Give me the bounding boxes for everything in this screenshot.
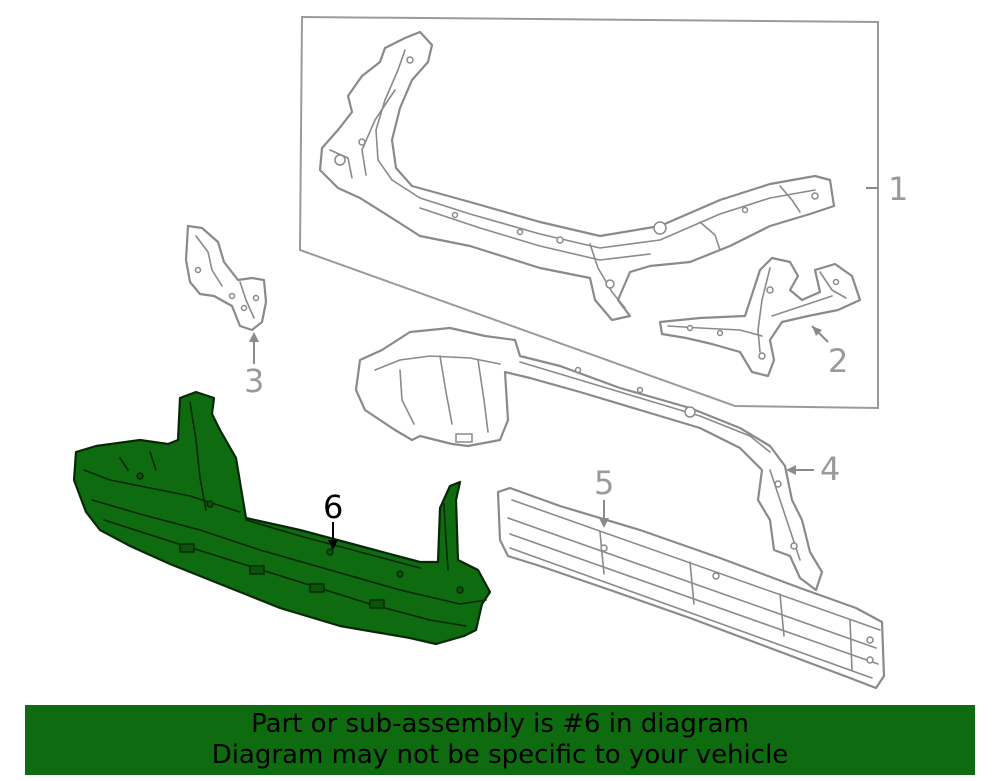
radiator-support-upper: [318, 30, 836, 322]
callout-2: 2: [828, 342, 848, 380]
side-bracket: [184, 224, 268, 332]
assembly-group-outline: [298, 15, 879, 410]
callout-4: 4: [820, 450, 840, 488]
banner-line-2: Diagram may not be specific to your vehi…: [211, 740, 789, 770]
parts-diagram: 1 2: [72, 15, 908, 690]
part-6-highlighted: [72, 390, 492, 646]
support-bracket-lower: [658, 256, 862, 378]
info-banner: Part or sub-assembly is #6 in diagram Di…: [25, 705, 975, 775]
callout-6: 6: [323, 488, 343, 526]
air-duct-deflector: [354, 326, 824, 592]
callout-1: 1: [888, 170, 908, 208]
callout-3: 3: [244, 362, 264, 400]
grille-shutter: [496, 486, 886, 690]
callout-5: 5: [594, 464, 614, 502]
banner-line-1: Part or sub-assembly is #6 in diagram: [251, 709, 749, 739]
